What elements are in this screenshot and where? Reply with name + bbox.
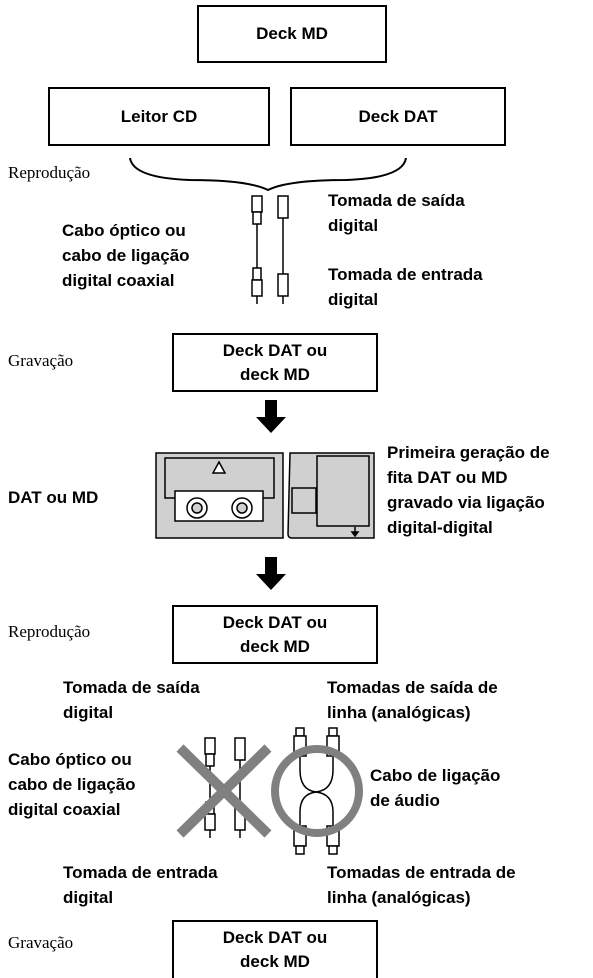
ok-circle-symbol <box>271 745 363 837</box>
player-box-2-line-1: Deck DAT ou <box>222 612 328 632</box>
cable-label-2-line-3: digital coaxial <box>8 800 121 819</box>
brace-symbol <box>129 157 407 192</box>
gravacao-label-2: Gravação <box>8 933 74 952</box>
down-arrow-1 <box>256 400 286 433</box>
leitor-cd-label: Leitor CD <box>120 106 198 126</box>
first-generation-label-line-4: digital-digital <box>387 518 493 537</box>
line-in-jacks-label-line-2: linha (analógicas) <box>327 888 471 907</box>
deck-md-box: Deck MD <box>197 5 387 63</box>
recorder-box-1-line-2: deck MD <box>240 364 310 384</box>
recorder-box-2: Deck DAT ou deck MD <box>172 920 378 978</box>
digital-in-jack-label-2-line-2: digital <box>63 888 114 907</box>
audio-cable-label-line-1: Cabo de ligação <box>370 766 501 785</box>
cable-label-2-line-2: cabo de ligação <box>8 775 136 794</box>
cable-label-2: Cabo óptico ou cabo de ligação digital c… <box>8 747 136 822</box>
digital-in-jack-label-1: Tomada de entrada digital <box>328 262 483 312</box>
cable-label-1: Cabo óptico ou cabo de ligação digital c… <box>62 218 190 293</box>
cable-label-1-line-2: cabo de ligação <box>62 246 190 265</box>
cross-out-symbol <box>176 744 272 838</box>
line-in-jacks-label: Tomadas de entrada de linha (analógicas) <box>327 860 516 910</box>
cable-pair-2 <box>204 737 246 838</box>
audio-cable-label: Cabo de ligação de áudio <box>370 763 500 813</box>
digital-out-jack-label-2-line-1: Tomada de saída <box>63 678 200 697</box>
cable-pair-1 <box>251 195 289 304</box>
recorder-box-2-line-1: Deck DAT ou <box>222 928 328 947</box>
recorder-box-1: Deck DAT ou deck MD <box>172 333 378 392</box>
cable-label-2-line-1: Cabo óptico ou <box>8 750 132 769</box>
first-generation-label: Primeira geração de fita DAT ou MD grava… <box>387 440 550 540</box>
digital-in-jack-label-2-line-1: Tomada de entrada <box>63 863 218 882</box>
reproducao-label-1: Reprodução <box>8 163 91 182</box>
recorder-box-2-line-2: deck MD <box>240 952 310 971</box>
deck-md-label: Deck MD <box>256 24 328 43</box>
player-box-2: Deck DAT ou deck MD <box>172 605 378 664</box>
line-in-jacks-label-line-1: Tomadas de entrada de <box>327 863 516 882</box>
line-out-jacks-label-line-1: Tomadas de saída de <box>327 678 498 697</box>
cable-label-1-line-3: digital coaxial <box>62 271 175 290</box>
digital-out-jack-label-1-line-2: digital <box>328 216 379 235</box>
digital-in-jack-label-2: Tomada de entrada digital <box>63 860 218 910</box>
leitor-cd-box: Leitor CD <box>48 87 270 146</box>
cable-label-1-line-1: Cabo óptico ou <box>62 221 186 240</box>
first-generation-label-line-1: Primeira geração de <box>387 443 550 462</box>
reproducao-label-2: Reprodução <box>8 622 91 641</box>
line-out-jacks-label-line-2: linha (analógicas) <box>327 703 471 722</box>
audio-cable-label-line-2: de áudio <box>370 791 440 810</box>
first-generation-label-line-2: fita DAT ou MD <box>387 468 508 487</box>
digital-out-jack-label-2-line-2: digital <box>63 703 114 722</box>
deck-dat-label: Deck DAT <box>358 106 438 126</box>
digital-out-jack-label-2: Tomada de saída digital <box>63 675 200 725</box>
deck-dat-box: Deck DAT <box>290 87 506 146</box>
recorder-box-1-line-1: Deck DAT ou <box>222 340 328 360</box>
md-disc-icon <box>287 452 375 539</box>
digital-in-jack-label-1-line-1: Tomada de entrada <box>328 265 483 284</box>
down-arrow-2 <box>256 557 286 590</box>
line-out-jacks-label: Tomadas de saída de linha (analógicas) <box>327 675 498 725</box>
gravacao-label-1: Gravação <box>8 351 74 370</box>
dat-cassette-icon <box>155 452 284 539</box>
first-generation-label-line-3: gravado via ligação <box>387 493 545 512</box>
digital-out-jack-label-1: Tomada de saída digital <box>328 188 465 238</box>
digital-in-jack-label-1-line-2: digital <box>328 290 379 309</box>
dat-ou-md-label: DAT ou MD <box>8 488 99 507</box>
digital-out-jack-label-1-line-1: Tomada de saída <box>328 191 465 210</box>
player-box-2-line-2: deck MD <box>240 636 310 656</box>
